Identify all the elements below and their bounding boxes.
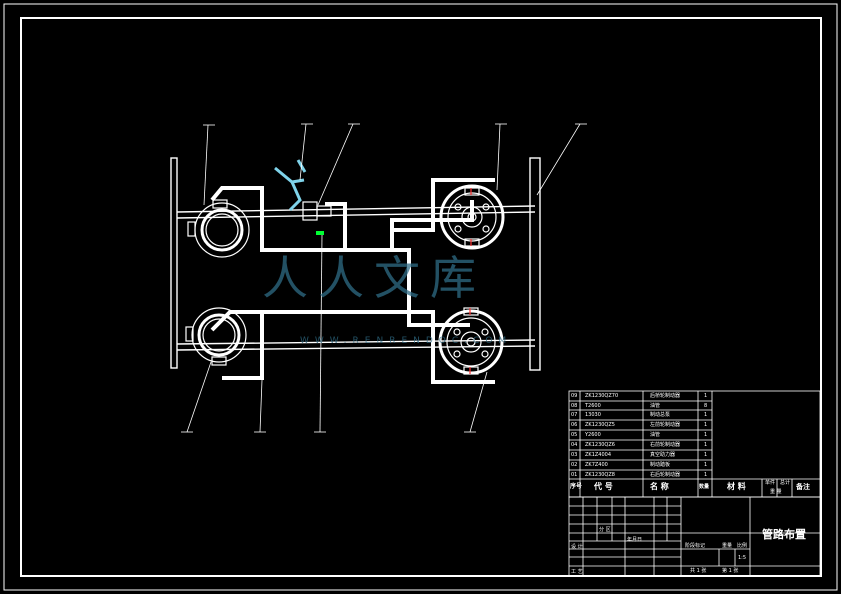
left-frame-rail (170, 157, 178, 369)
header-unit-weight: 单件 (765, 480, 776, 486)
sign-date-label: 年月日 (627, 537, 643, 543)
part-code: ZK1230QZ70 (585, 393, 619, 399)
master-cylinder-icon (302, 201, 332, 235)
rev-count-label: 分 区 (599, 527, 611, 533)
part-qty: 1 (704, 442, 708, 448)
sheets-total: 共 1 张 (690, 568, 707, 574)
part-no: 01 (571, 472, 578, 478)
part-no: 06 (571, 422, 578, 428)
part-qty: 1 (704, 472, 708, 478)
part-qty: 1 (704, 393, 708, 399)
header-weight: 重 量 (770, 489, 782, 495)
weight-label: 重量 (722, 543, 733, 549)
wheel-brake-front-left (187, 199, 250, 258)
leader-lines (181, 123, 587, 433)
scale-value: 1:5 (738, 555, 747, 561)
part-code: ZK1230QZ6 (585, 442, 615, 448)
part-no: 02 (571, 462, 578, 468)
part-no: 07 (571, 412, 578, 418)
drawing-title: 管路布置 (762, 528, 806, 541)
designer-label: 设 计 (571, 544, 583, 550)
part-name: 左前轮制动器 (650, 422, 681, 428)
part-name: 油管 (650, 432, 661, 438)
part-qty: 1 (704, 422, 708, 428)
part-name: 右后轮制动器 (650, 472, 681, 478)
header-code: 代 号 (594, 482, 613, 491)
part-no: 04 (571, 442, 578, 448)
part-name: 右前轮制动器 (650, 442, 681, 448)
header-total-weight: 总计 (780, 480, 791, 486)
part-name: 制动总泵 (650, 412, 671, 418)
part-no: 03 (571, 452, 578, 458)
part-code: ZK1230QZ8 (585, 472, 615, 478)
header-name: 名 称 (650, 482, 669, 491)
wheel-brake-rear-right (438, 307, 504, 375)
process-label: 工 艺 (571, 569, 583, 575)
part-name: 油管 (650, 403, 661, 409)
part-no: 05 (571, 432, 578, 438)
part-qty: 1 (704, 452, 708, 458)
part-qty: 8 (704, 403, 708, 409)
header-remark: 备注 (796, 483, 810, 491)
title-block-grid (568, 496, 821, 577)
part-code: 13030 (585, 412, 601, 418)
part-code: T2600 (585, 403, 601, 409)
scale-label: 比例 (737, 543, 748, 549)
header-no: 序号 (570, 483, 583, 490)
part-name: 后桥轮制动器 (650, 393, 681, 399)
header-qty: 数量 (699, 484, 710, 490)
parts-list-grid (568, 390, 821, 498)
part-code: ZK1230QZ5 (585, 422, 615, 428)
part-code: ZK1Z4004 (585, 452, 612, 458)
pedal-icon (274, 159, 307, 212)
right-frame-rail (529, 157, 541, 371)
header-material: 材 料 (727, 482, 746, 491)
part-name: 制动踏板 (650, 462, 671, 468)
part-qty: 1 (704, 412, 708, 418)
part-no: 08 (571, 403, 578, 409)
part-code: ZK7Z400 (585, 462, 608, 468)
part-qty: 1 (704, 462, 708, 468)
sheet-no: 第 1 张 (722, 568, 739, 574)
part-no: 09 (571, 393, 578, 399)
wheel-brake-rear-left (185, 307, 247, 366)
part-code: Y2600 (585, 432, 601, 438)
wheel-brake-front-right (439, 184, 505, 250)
part-name: 真空助力器 (650, 452, 676, 458)
stage-label: 阶段标记 (685, 543, 706, 549)
part-qty: 1 (704, 432, 708, 438)
